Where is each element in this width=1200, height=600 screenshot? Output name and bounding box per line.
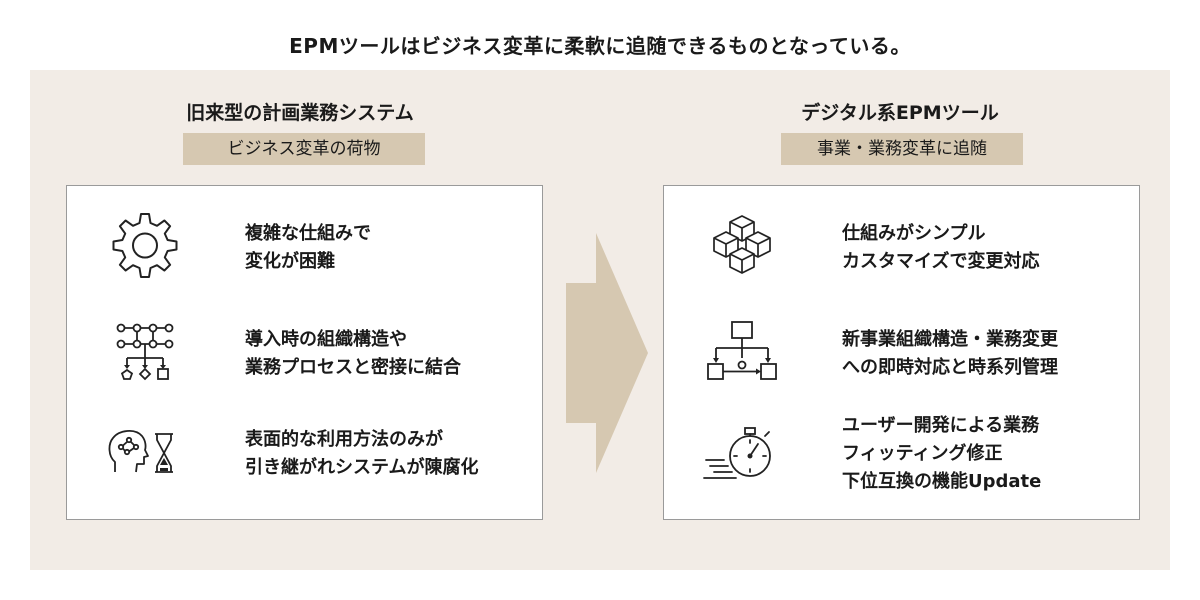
right-item-1-text: 仕組みがシンプル カスタマイズで変更対応 — [842, 220, 1039, 276]
left-item-1-text: 複雑な仕組みで 変化が困難 — [245, 220, 371, 276]
left-item-3: 表面的な利用方法のみが 引き継がれシステムが陳腐化 — [67, 414, 542, 494]
right-item-2-text: 新事業組織構造・業務変更 への即時対応と時系列管理 — [842, 326, 1058, 382]
right-column-title: デジタル系EPMツール — [801, 102, 999, 124]
left-item-1-line2: 変化が困難 — [245, 251, 335, 272]
right-item-3-line3: 下位互換の機能Update — [842, 471, 1042, 492]
right-item-2: 新事業組織構造・業務変更 への即時対応と時系列管理 — [664, 314, 1139, 394]
right-item-3-line1: ユーザー開発による業務 — [842, 415, 1040, 436]
stopwatch-icon — [702, 414, 782, 494]
left-item-2-text: 導入時の組織構造や 業務プロセスと密接に結合 — [245, 326, 461, 382]
right-item-2-line1: 新事業組織構造・業務変更 — [842, 329, 1058, 350]
left-item-1: 複雑な仕組みで 変化が困難 — [67, 208, 542, 288]
transition-arrow-icon — [566, 233, 648, 473]
left-item-2-line1: 導入時の組織構造や — [245, 329, 407, 350]
left-item-1-line1: 複雑な仕組みで — [245, 223, 371, 244]
left-item-3-text: 表面的な利用方法のみが 引き継がれシステムが陳腐化 — [245, 426, 478, 482]
left-column-title: 旧来型の計画業務システム — [186, 102, 414, 124]
page-title: EPMツールはビジネス変革に柔軟に追随できるものとなっている。 — [289, 34, 911, 58]
right-column-tag: 事業・業務変革に追随 — [781, 133, 1023, 165]
right-item-3: ユーザー開発による業務 フィッティング修正 下位互換の機能Update — [664, 414, 1139, 494]
head-hourglass-icon — [105, 414, 185, 494]
left-column-tag: ビジネス変革の荷物 — [183, 133, 425, 165]
right-item-1-line1: 仕組みがシンプル — [842, 223, 986, 244]
right-item-3-line2: フィッティング修正 — [842, 443, 1003, 464]
right-item-2-line2: への即時対応と時系列管理 — [842, 357, 1058, 378]
left-item-3-line1: 表面的な利用方法のみが — [245, 429, 443, 450]
right-card: 仕組みがシンプル カスタマイズで変更対応 — [663, 185, 1140, 520]
right-item-1: 仕組みがシンプル カスタマイズで変更対応 — [664, 208, 1139, 288]
right-item-3-text: ユーザー開発による業務 フィッティング修正 下位互換の機能Update — [842, 412, 1041, 496]
left-item-2: 導入時の組織構造や 業務プロセスと密接に結合 — [67, 314, 542, 394]
left-item-3-line2: 引き継がれシステムが陳腐化 — [245, 457, 479, 478]
cubes-icon — [702, 208, 782, 288]
network-flow-icon — [105, 314, 185, 394]
gear-icon — [105, 208, 185, 288]
left-item-2-line2: 業務プロセスと密接に結合 — [245, 357, 461, 378]
right-item-1-line2: カスタマイズで変更対応 — [842, 251, 1040, 272]
org-chart-icon — [702, 314, 782, 394]
left-card: 複雑な仕組みで 変化が困難 — [66, 185, 543, 520]
